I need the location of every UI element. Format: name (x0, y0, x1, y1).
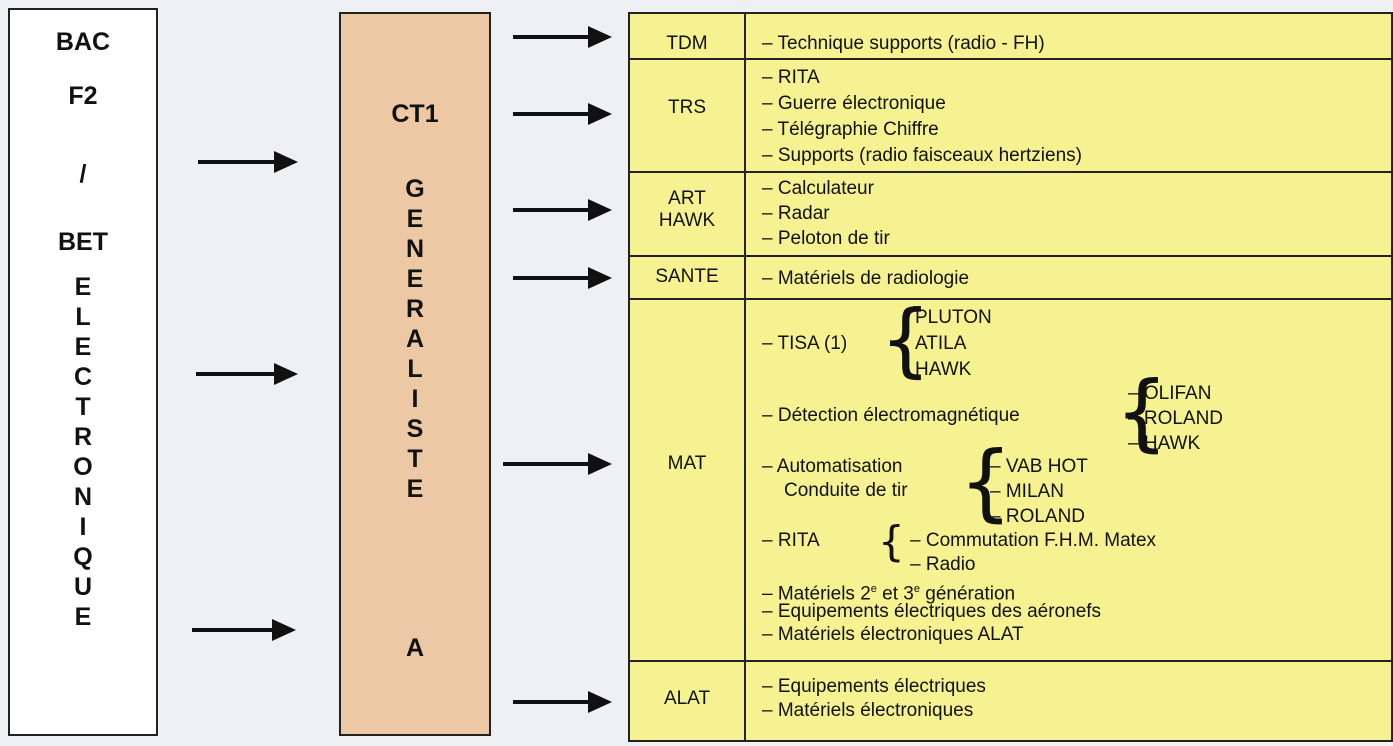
letter: E (74, 603, 92, 631)
letter: N (405, 235, 425, 263)
slash-label: / (79, 160, 87, 188)
sante-item: – Matériels de radiologie (762, 268, 970, 289)
tisa-sub: PLUTON (915, 307, 992, 328)
tdm-label: TDM (666, 33, 708, 54)
letter: O (73, 453, 93, 481)
rita-sub: – Radio (910, 554, 976, 575)
letter: L (407, 355, 423, 383)
trs-item: – RITA (762, 67, 820, 88)
detection-sub: – ROLAND (1128, 408, 1224, 429)
gen-text: et 3 (876, 583, 914, 605)
table-column-divider (744, 12, 746, 742)
mat-conduite: Conduite de tir (784, 480, 908, 501)
mat-detection: – Détection électromagnétique (762, 405, 1020, 426)
arrow-right-icon (513, 199, 612, 221)
mat-rita: – RITA (762, 530, 820, 551)
detection-sub: – HAWK (1128, 433, 1201, 454)
mat-automatisation: – Automatisation (762, 456, 903, 477)
arrow-right-icon (513, 691, 612, 713)
alat-item: – Matériels électroniques (762, 700, 974, 721)
letter: Q (73, 543, 93, 571)
mat-label: MAT (667, 453, 707, 474)
brace-icon: { (878, 517, 905, 566)
letter: L (75, 303, 91, 331)
art-item: – Radar (762, 203, 830, 224)
rita-sub: – Commutation F.H.M. Matex (910, 530, 1157, 551)
hawk-label: HAWK (658, 210, 716, 231)
mat-equipements: – Equipements électriques des aéronefs (762, 601, 1102, 622)
art-label: ART (668, 188, 706, 209)
electronique-vertical: E L E C T R O N I Q U E (10, 272, 156, 632)
arrow-right-icon (503, 453, 612, 475)
letter: I (411, 385, 419, 413)
arrow-right-icon (192, 619, 296, 641)
tisa-sub: HAWK (915, 359, 972, 380)
auto-sub: – VAB HOT (990, 456, 1088, 477)
letter: T (407, 445, 423, 473)
auto-sub: – MILAN (990, 481, 1064, 502)
arrow-right-icon (198, 151, 298, 173)
letter: T (75, 393, 91, 421)
art-item: – Calculateur (762, 178, 874, 199)
letter: N (73, 483, 93, 511)
letter: R (405, 295, 425, 323)
f2-label: F2 (68, 82, 98, 110)
letter: E (406, 475, 424, 503)
specialties-table (628, 12, 1393, 742)
auto-sub: – ROLAND (990, 506, 1086, 527)
mat-generation: – Matériels 2e et 3e génération (762, 578, 1015, 605)
bac-label: BAC (55, 28, 111, 56)
mat-tisa: – TISA (1) (762, 333, 848, 354)
arrow-right-icon (513, 26, 612, 48)
trs-label: TRS (668, 97, 706, 118)
row-divider (628, 171, 1393, 173)
gen-text: – Matériels 2 (762, 583, 871, 605)
arrow-right-icon (196, 363, 298, 385)
letter: S (406, 415, 424, 443)
letter: E (74, 273, 92, 301)
letter: C (73, 363, 93, 391)
letter: G (405, 175, 425, 203)
gen-sup: e (913, 583, 921, 595)
letter: E (74, 333, 92, 361)
alat-item: – Equipements électriques (762, 676, 986, 697)
row-divider (628, 58, 1393, 60)
tisa-sub: ATILA (915, 333, 967, 354)
row-divider (628, 255, 1393, 257)
generaliste-vertical: G E N E R A L I S T E (341, 174, 489, 504)
brace-icon: { (1115, 363, 1169, 461)
brace-icon: { (880, 293, 931, 386)
ct1-label: CT1 (391, 100, 439, 128)
art-item: – Peloton de tir (762, 228, 890, 249)
arrow-right-icon (513, 103, 612, 125)
sante-label: SANTE (655, 266, 719, 287)
gen-text: génération (920, 583, 1016, 605)
letter: I (79, 513, 87, 541)
trs-item: – Télégraphie Chiffre (762, 119, 939, 140)
trs-item: – Guerre électronique (762, 93, 946, 114)
alat-label: ALAT (663, 688, 711, 709)
a-label: A (405, 634, 425, 662)
trs-item: – Supports (radio faisceaux hertziens) (762, 145, 1082, 166)
bet-label: BET (58, 228, 108, 256)
row-divider (628, 298, 1393, 300)
brace-icon: { (959, 433, 1013, 531)
mat-alat: – Matériels électroniques ALAT (762, 624, 1024, 645)
detection-sub: – OLIFAN (1128, 383, 1212, 404)
ct1-generaliste-column: CT1 G E N E R A L I S T E A (339, 12, 491, 736)
gen-sup: e (870, 583, 877, 595)
letter: R (73, 423, 93, 451)
tdm-item: – Technique supports (radio - FH) (762, 33, 1045, 54)
arrow-right-icon (513, 267, 612, 289)
row-divider (628, 660, 1393, 662)
letter: U (73, 573, 93, 601)
letter: E (406, 265, 424, 293)
bac-bet-column: BAC F2 / BET E L E C T R O N I Q U E (8, 8, 158, 736)
letter: A (405, 325, 425, 353)
letter: E (406, 205, 424, 233)
